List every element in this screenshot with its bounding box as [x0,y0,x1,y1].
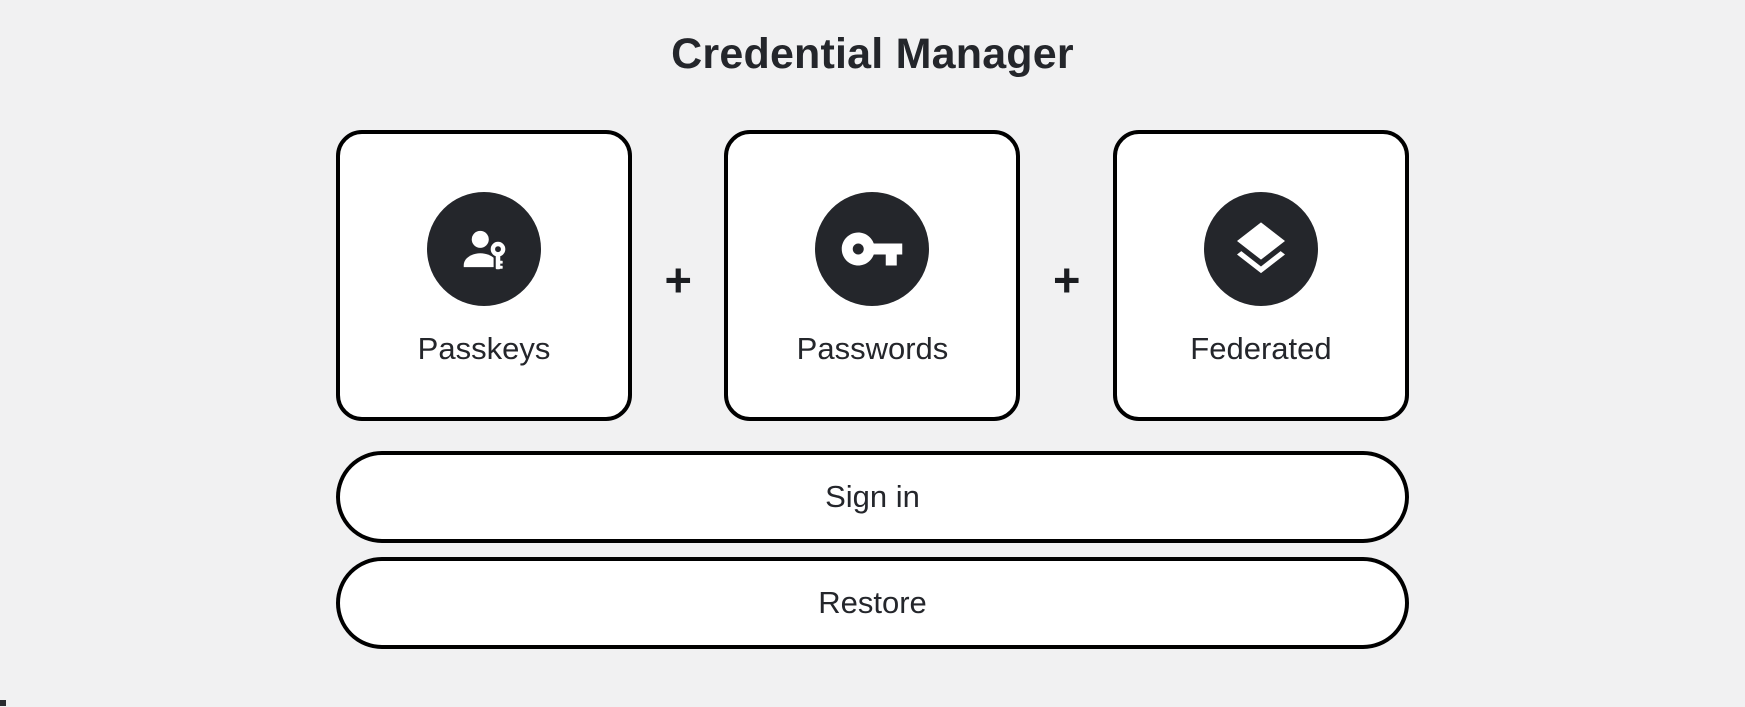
plus-separator: + [1053,253,1081,306]
card-federated: Federated [1112,130,1409,421]
credential-manager-page: Credential Manager Passkeys + [336,0,1409,649]
plus-separator: + [664,253,692,306]
card-passkeys: Passkeys [336,130,632,421]
card-passwords: Passwords [724,130,1021,421]
card-label-passwords: Passwords [796,331,949,366]
passkey-icon [427,192,541,306]
key-icon [815,192,930,306]
stray-mark [0,700,6,706]
page-title: Credential Manager [671,30,1074,78]
sign-in-button[interactable]: Sign in [336,451,1409,543]
card-label-passkeys: Passkeys [417,331,551,366]
restore-button[interactable]: Restore [336,557,1409,649]
card-label-federated: Federated [1190,331,1332,366]
credential-types-row: Passkeys + Passwords + Federated [336,130,1409,421]
layers-icon [1203,192,1318,306]
